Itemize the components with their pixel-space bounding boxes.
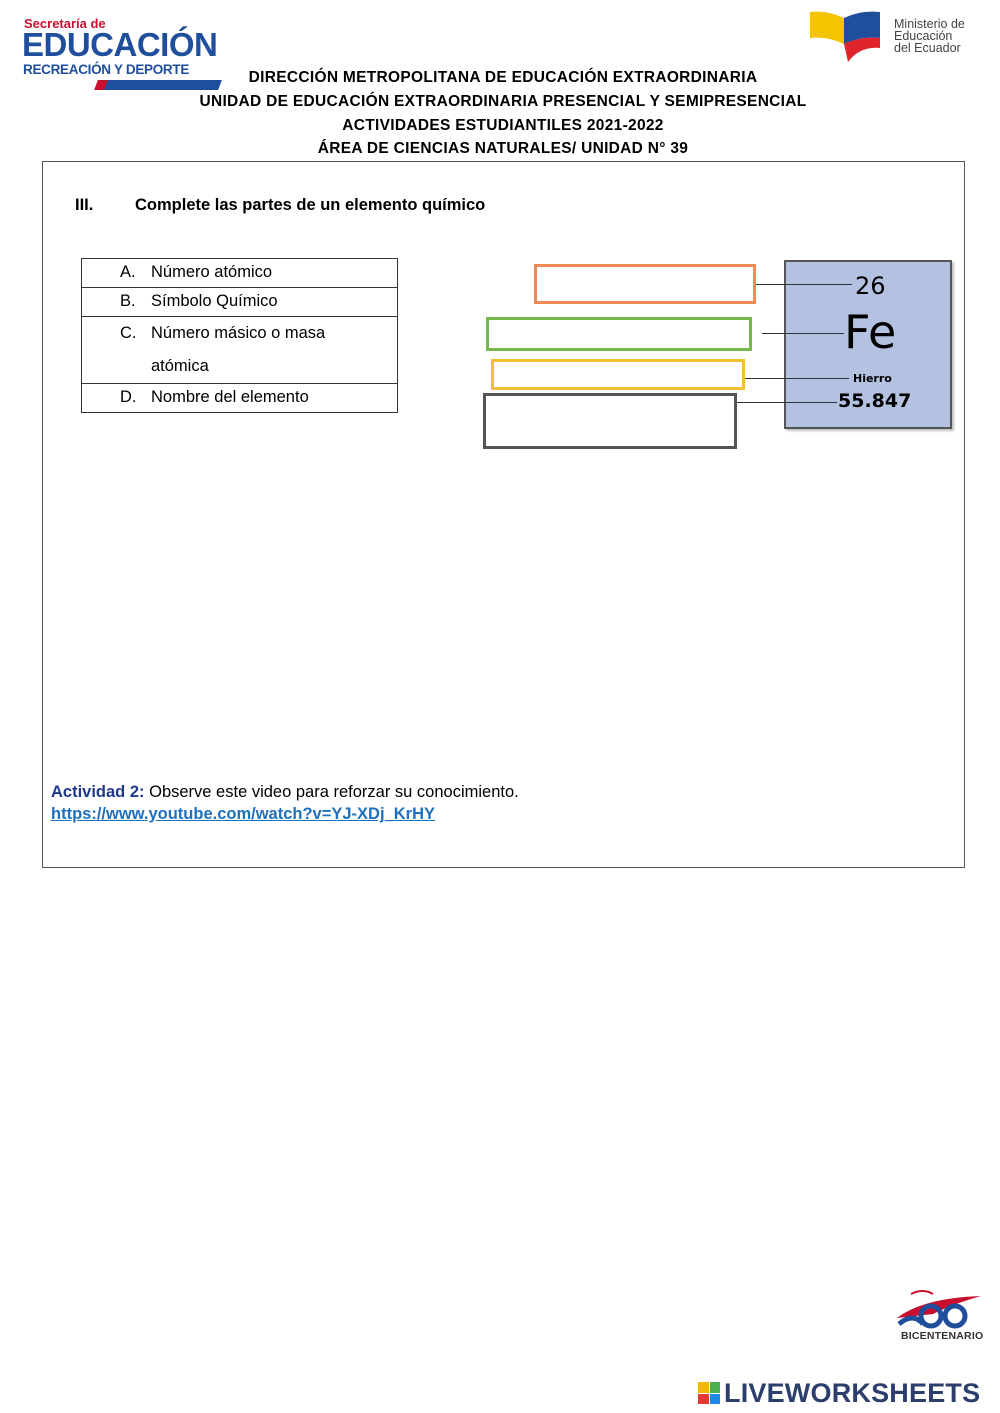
activity-text: Observe este video para reforzar su cono…: [144, 783, 519, 801]
liveworksheets-logo: LIVEWORKSHEETS: [698, 1378, 980, 1408]
bicentenario-logo: BICENTENARIO: [893, 1288, 985, 1354]
ministerio-line3: del Ecuador: [894, 41, 961, 55]
header-line-3: ACTIVIDADES ESTUDIANTILES 2021-2022: [342, 117, 664, 134]
section-title: Complete las partes de un elemento quími…: [135, 196, 486, 214]
options-table: A. Número atómico B. Símbolo Químico C. …: [81, 258, 398, 413]
bicentenario-emblem-icon: [897, 1290, 981, 1329]
liveworksheets-icon: [698, 1382, 720, 1404]
worksheet-frame: [42, 161, 965, 868]
option-letter: A.: [120, 263, 136, 281]
element-atomic-number: 26: [855, 272, 886, 300]
leader-line-atomic-number: [756, 284, 852, 285]
activity-2: Actividad 2: Observe este video para ref…: [51, 783, 519, 802]
option-letter: B.: [120, 292, 136, 310]
bicentenario-text: BICENTENARIO: [901, 1330, 984, 1342]
activity-label: Actividad 2:: [51, 783, 145, 801]
answer-box-atomic-number[interactable]: [534, 264, 756, 304]
secretaria-educacion-logo: Secretaría de EDUCACIÓN RECREACIÓN Y DEP…: [22, 14, 222, 90]
option-text: Número másico o masa atómica: [151, 324, 326, 375]
leader-line-mass: [737, 402, 837, 403]
header-line-1: DIRECCIÓN METROPOLITANA DE EDUCACIÓN EXT…: [248, 69, 758, 86]
table-row: B. Símbolo Químico: [81, 287, 398, 317]
leader-line-symbol: [762, 333, 844, 334]
option-letter: D.: [120, 388, 137, 406]
option-letter: C.: [120, 324, 137, 342]
option-text: Número atómico: [151, 263, 273, 281]
ministerio-educacion-logo: Ministerio de Educación del Ecuador: [808, 8, 978, 64]
logo-secretaria-line2: EDUCACIÓN: [22, 26, 218, 63]
logo-secretaria-line3: RECREACIÓN Y DEPORTE: [23, 62, 190, 77]
element-name: Hierro: [853, 372, 892, 385]
option-text: Símbolo Químico: [151, 292, 278, 310]
option-a: A. Número atómico: [82, 259, 397, 287]
table-row: D. Nombre del elemento: [81, 383, 398, 413]
option-c: C. Número másico o masa atómica: [82, 317, 397, 383]
header-line-2: UNIDAD DE EDUCACIÓN EXTRAORDINARIA PRESE…: [199, 93, 807, 110]
ministerio-text: Ministerio de Educación del Ecuador: [894, 17, 965, 55]
table-row: A. Número atómico: [81, 258, 398, 288]
option-b: B. Símbolo Químico: [82, 288, 397, 316]
element-symbol: Fe: [844, 305, 897, 359]
liveworksheets-text: LIVEWORKSHEETS: [724, 1377, 981, 1408]
header-line-4: ÁREA DE CIENCIAS NATURALES/ UNIDAD N° 39: [317, 140, 689, 157]
ecuador-flag-icon: [810, 11, 880, 62]
section-number: III.: [75, 196, 94, 214]
video-link[interactable]: https://www.youtube.com/watch?v=YJ-XDj_K…: [51, 805, 435, 823]
answer-box-name[interactable]: [491, 359, 745, 390]
leader-line-name: [745, 378, 849, 379]
element-tile: [784, 260, 952, 429]
element-mass: 55.847: [838, 390, 912, 412]
ministerio-line2: Educación: [894, 29, 953, 43]
answer-box-mass[interactable]: [483, 393, 737, 449]
option-d: D. Nombre del elemento: [82, 384, 397, 412]
logo-secretaria-line1: Secretaría de: [24, 16, 106, 31]
section-heading: III. Complete las partes de un elemento q…: [75, 196, 485, 215]
ministerio-line1: Ministerio de: [894, 17, 965, 31]
table-row: C. Número másico o masa atómica: [81, 316, 398, 384]
answer-box-symbol[interactable]: [486, 317, 752, 351]
option-text: Nombre del elemento: [151, 388, 309, 406]
